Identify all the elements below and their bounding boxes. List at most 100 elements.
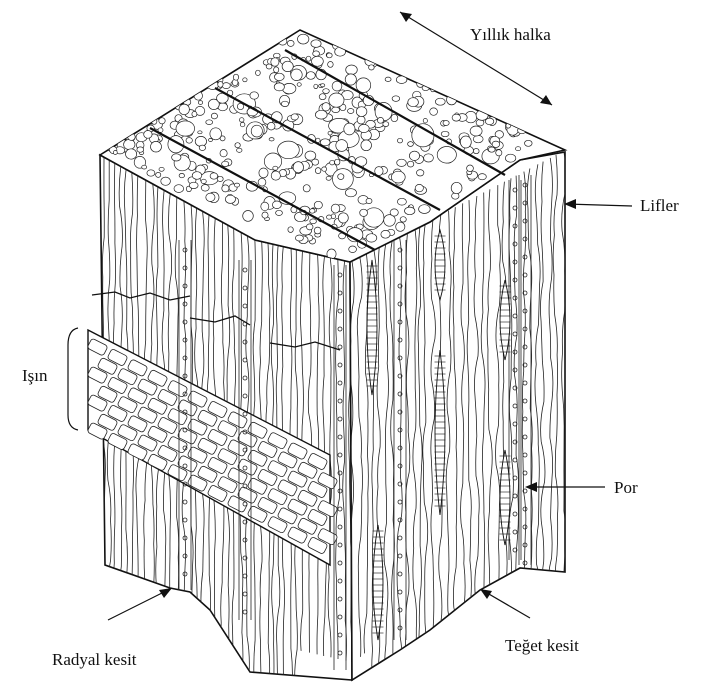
pore-dot xyxy=(522,434,528,440)
pore-dot xyxy=(397,535,403,541)
cell xyxy=(200,178,207,184)
cell xyxy=(407,141,414,147)
pore-dot xyxy=(522,488,528,494)
ray-cell xyxy=(297,489,318,507)
ray-cell xyxy=(137,406,158,424)
pore-dot xyxy=(512,439,518,445)
cell xyxy=(155,172,162,178)
ray-cell xyxy=(307,509,328,526)
cell xyxy=(343,122,356,136)
cell xyxy=(158,166,165,172)
cell xyxy=(236,147,243,153)
fibers-callout: Lifler xyxy=(564,196,679,215)
cell xyxy=(197,130,203,135)
cell xyxy=(282,83,297,95)
ray-cell xyxy=(197,465,218,483)
pore-dot xyxy=(242,429,248,435)
pore-dot xyxy=(522,362,528,368)
pore-dot xyxy=(242,339,248,345)
pore-dot xyxy=(512,331,518,337)
pore-dot xyxy=(522,560,528,566)
pore-dot xyxy=(337,362,343,368)
cell xyxy=(442,120,450,126)
pore-dot xyxy=(337,578,343,584)
cell xyxy=(524,139,533,147)
cell xyxy=(261,211,269,219)
cell xyxy=(267,122,276,131)
pore-dot xyxy=(397,337,403,343)
ray-cell xyxy=(277,507,298,525)
ray-cell xyxy=(267,488,288,506)
cell xyxy=(330,213,336,219)
ray-cell xyxy=(217,476,238,494)
ray-cell xyxy=(197,437,218,455)
pore-dot xyxy=(397,499,403,505)
pore-dot xyxy=(512,475,518,481)
pore-dot xyxy=(512,511,518,517)
radial-face-rays xyxy=(91,291,341,351)
pore-dot xyxy=(182,337,188,343)
pore-dot xyxy=(182,319,188,325)
ray-cell xyxy=(97,385,118,403)
ray-cell xyxy=(127,443,148,461)
cell xyxy=(208,138,213,142)
ray-band xyxy=(87,328,338,567)
pore-dot xyxy=(522,272,528,278)
cell xyxy=(450,181,463,195)
cell xyxy=(178,103,190,116)
ray-cell xyxy=(207,401,228,418)
cell xyxy=(390,113,399,123)
ray-lens xyxy=(434,349,446,516)
cell xyxy=(355,77,372,93)
pore-dot xyxy=(337,272,343,278)
cell xyxy=(185,137,193,144)
cell xyxy=(158,117,166,125)
fibers-arrow xyxy=(565,203,633,207)
cell xyxy=(313,200,323,210)
ray-cell xyxy=(117,396,138,414)
cell xyxy=(234,142,241,149)
cell xyxy=(451,113,461,122)
ray-cell xyxy=(187,446,208,464)
cell xyxy=(280,100,290,107)
ray-cell xyxy=(237,486,258,504)
ray-cell xyxy=(137,378,158,396)
ray-cell xyxy=(317,472,338,490)
cell xyxy=(325,175,332,181)
cell xyxy=(344,73,357,86)
pore-dot xyxy=(512,529,518,535)
cell xyxy=(416,169,425,177)
cell xyxy=(287,226,294,233)
ray-cell xyxy=(277,451,298,469)
tangential-face xyxy=(349,151,566,682)
cell xyxy=(173,184,184,193)
cell xyxy=(314,167,322,174)
cell xyxy=(255,69,261,76)
pore-dot xyxy=(522,218,528,224)
cell xyxy=(315,109,328,120)
pore-dot xyxy=(512,493,518,499)
cell xyxy=(320,83,326,88)
fiber-strand xyxy=(404,232,411,673)
ray-cell xyxy=(157,417,178,434)
cell xyxy=(363,207,385,228)
pore-dot xyxy=(522,290,528,296)
ray-cell xyxy=(127,415,148,433)
cell xyxy=(178,173,185,179)
cell xyxy=(250,124,263,138)
ray-cell xyxy=(247,505,268,523)
cell xyxy=(257,177,267,187)
cell xyxy=(469,125,483,137)
cell xyxy=(265,63,273,70)
cell xyxy=(309,208,316,214)
cell xyxy=(368,64,375,71)
ray-cell xyxy=(167,464,188,482)
fiber-strand xyxy=(422,222,429,663)
cell xyxy=(236,102,245,111)
ray-cell xyxy=(297,517,318,535)
pore-dot xyxy=(512,205,518,211)
cell xyxy=(221,160,230,167)
ray-cell xyxy=(207,485,228,502)
pore-dot xyxy=(242,375,248,381)
pore-dot xyxy=(512,313,518,319)
